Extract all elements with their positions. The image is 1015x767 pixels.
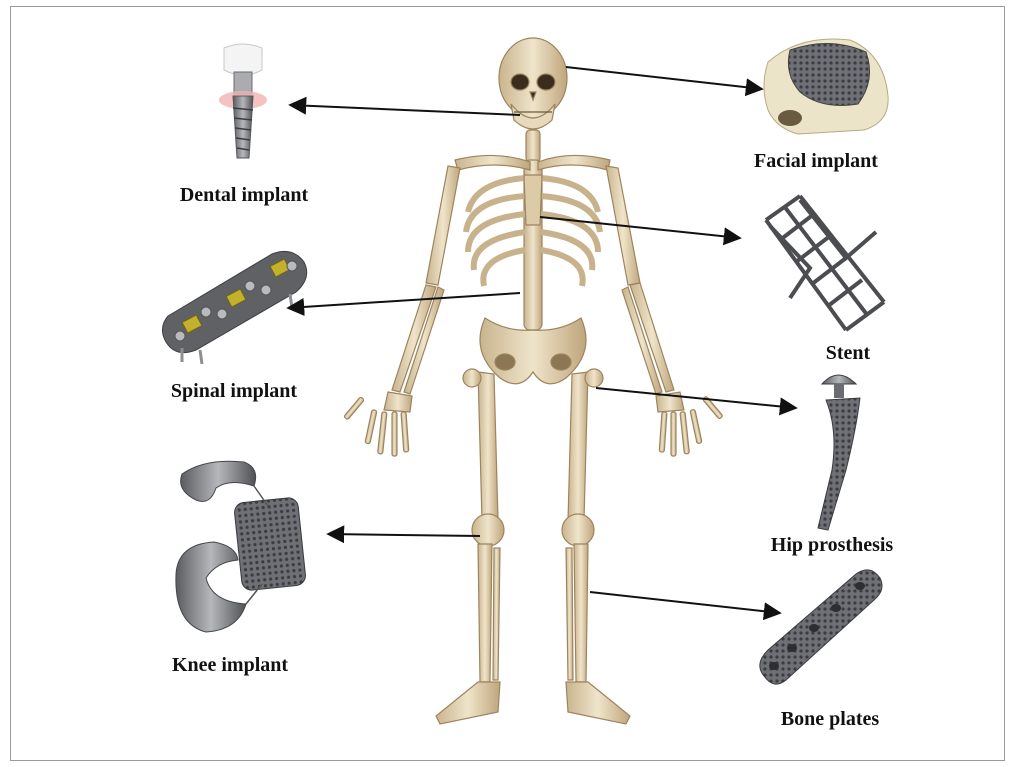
arrow-stent xyxy=(540,217,740,238)
hip-prosthesis-illustration xyxy=(818,375,860,530)
right-hand xyxy=(656,392,723,456)
label-hip-prosthesis: Hip prosthesis xyxy=(771,534,894,556)
stent-illustration xyxy=(766,196,884,330)
dental-implant-illustration xyxy=(219,44,267,158)
knee-implant-illustration xyxy=(176,461,307,632)
bone-plate-illustration xyxy=(760,570,882,684)
arrow-hip xyxy=(596,388,796,408)
arrow-dental xyxy=(290,105,520,115)
label-bone-plates: Bone plates xyxy=(781,708,880,730)
human-skeleton xyxy=(344,38,723,724)
label-stent: Stent xyxy=(826,342,871,364)
facial-implant-illustration xyxy=(764,39,888,134)
label-facial-implant: Facial implant xyxy=(754,150,878,172)
label-knee-implant: Knee implant xyxy=(172,654,288,676)
arrow-facial xyxy=(566,67,762,89)
left-hand xyxy=(344,392,412,456)
label-spinal-implant: Spinal implant xyxy=(171,380,298,402)
arrow-spinal xyxy=(288,293,520,308)
arrow-bone xyxy=(590,592,780,613)
spinal-implant-illustration xyxy=(162,251,306,364)
arrow-knee xyxy=(328,534,480,536)
label-dental-implant: Dental implant xyxy=(180,184,309,206)
